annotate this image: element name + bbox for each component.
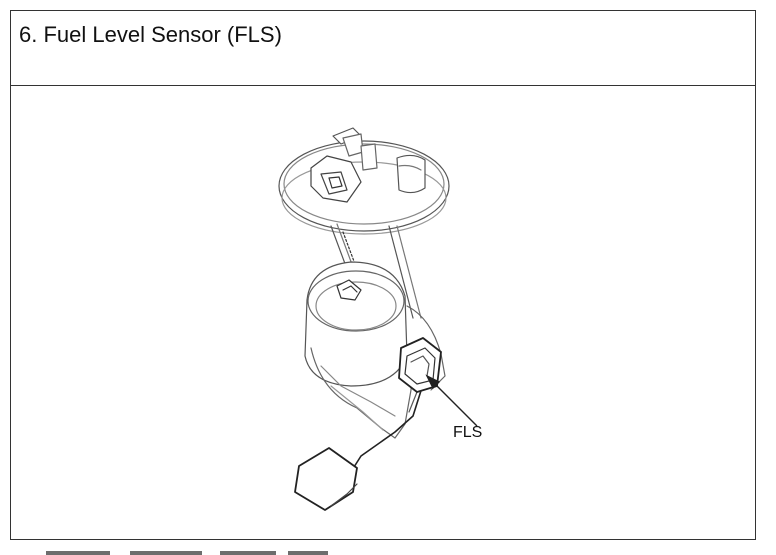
reservoir-cap [336, 279, 362, 301]
flange-connector [310, 155, 362, 203]
title-row: 6. Fuel Level Sensor (FLS) [11, 11, 755, 86]
figure-area: FLS [11, 86, 755, 541]
flange-tube-right [396, 154, 426, 194]
pump-bracket [310, 347, 414, 439]
top-pipe-stub [360, 143, 378, 171]
pump-flange-inner [283, 143, 445, 225]
fls-callout-label: FLS [453, 424, 483, 441]
cropped-caption-fragment [46, 547, 346, 555]
fuel-pump-diagram [278, 127, 478, 511]
fls-callout-arrow [425, 374, 478, 427]
pump-rod-right [388, 225, 414, 319]
float-arm [346, 377, 426, 479]
section-frame: 6. Fuel Level Sensor (FLS) [10, 10, 756, 540]
float [294, 447, 358, 511]
section-title: 6. Fuel Level Sensor (FLS) [19, 22, 282, 47]
